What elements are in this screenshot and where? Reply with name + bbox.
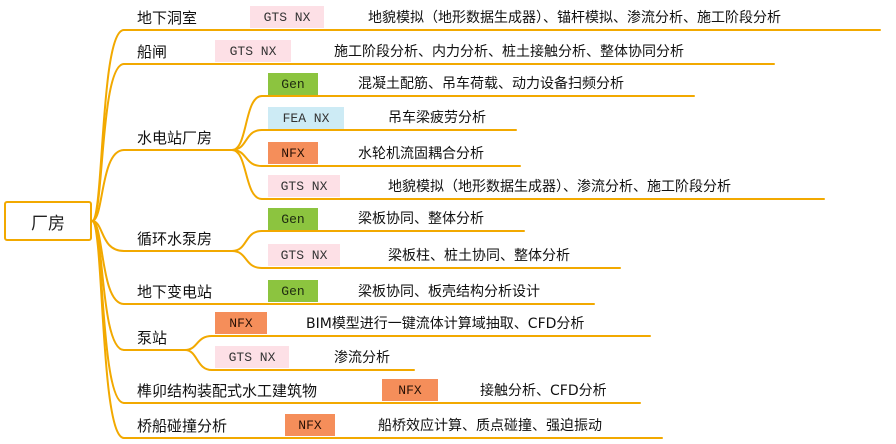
item-description: 梁板协同、板壳结构分析设计 [358,284,540,300]
item-description: 梁板协同、整体分析 [358,211,484,227]
root-label: 厂房 [31,213,65,234]
item-description: BIM模型进行一键流体计算域抽取、CFD分析 [306,316,585,332]
tag-gen: Gen [268,280,318,302]
tag-gts-nx: GTS NX [250,6,324,28]
tag-gen: Gen [268,73,318,95]
item-description: 接触分析、CFD分析 [480,383,607,399]
tag-gts-nx: GTS NX [215,346,289,368]
branch-ship-lock: 船闸 [137,43,168,61]
tag-nfx: NFX [382,379,438,401]
tag-gts-nx: GTS NX [268,175,340,197]
item-description: 梁板柱、桩土协同、整体分析 [388,248,570,264]
branch-hydropower-house: 水电站厂房 [137,129,213,147]
item-description: 渗流分析 [334,350,390,366]
item-description: 施工阶段分析、内力分析、桩土接触分析、整体协同分析 [334,44,684,60]
item-description: 水轮机流固耦合分析 [358,146,484,162]
tag-nfx: NFX [215,312,267,334]
tag-gen: Gen [268,208,318,230]
branch-pump-station: 泵站 [137,329,168,347]
root-node: 厂房 [4,201,92,241]
tag-nfx: NFX [285,414,335,436]
tag-gts-nx: GTS NX [268,244,340,266]
tag-gts-nx: GTS NX [215,40,291,62]
item-description: 船桥效应计算、质点碰撞、强迫振动 [378,418,602,434]
branch-circulating-pump-house: 循环水泵房 [137,230,213,248]
item-description: 吊车梁疲劳分析 [388,110,486,126]
branch-mortise-tenon-structure: 榫卯结构装配式水工建筑物 [137,382,318,400]
item-description: 地貌模拟（地形数据生成器）、锚杆模拟、渗流分析、施工阶段分析 [368,10,781,26]
branch-bridge-ship-collision: 桥船碰撞分析 [137,417,228,435]
tag-nfx: NFX [268,142,318,164]
item-description: 混凝土配筋、吊车荷载、动力设备扫频分析 [358,76,624,92]
item-description: 地貌模拟（地形数据生成器）、渗流分析、施工阶段分析 [388,179,731,195]
branch-underground-substation: 地下变电站 [137,283,213,301]
branch-underground-cavern: 地下洞室 [137,9,198,27]
tag-fea-nx: FEA NX [268,107,344,129]
